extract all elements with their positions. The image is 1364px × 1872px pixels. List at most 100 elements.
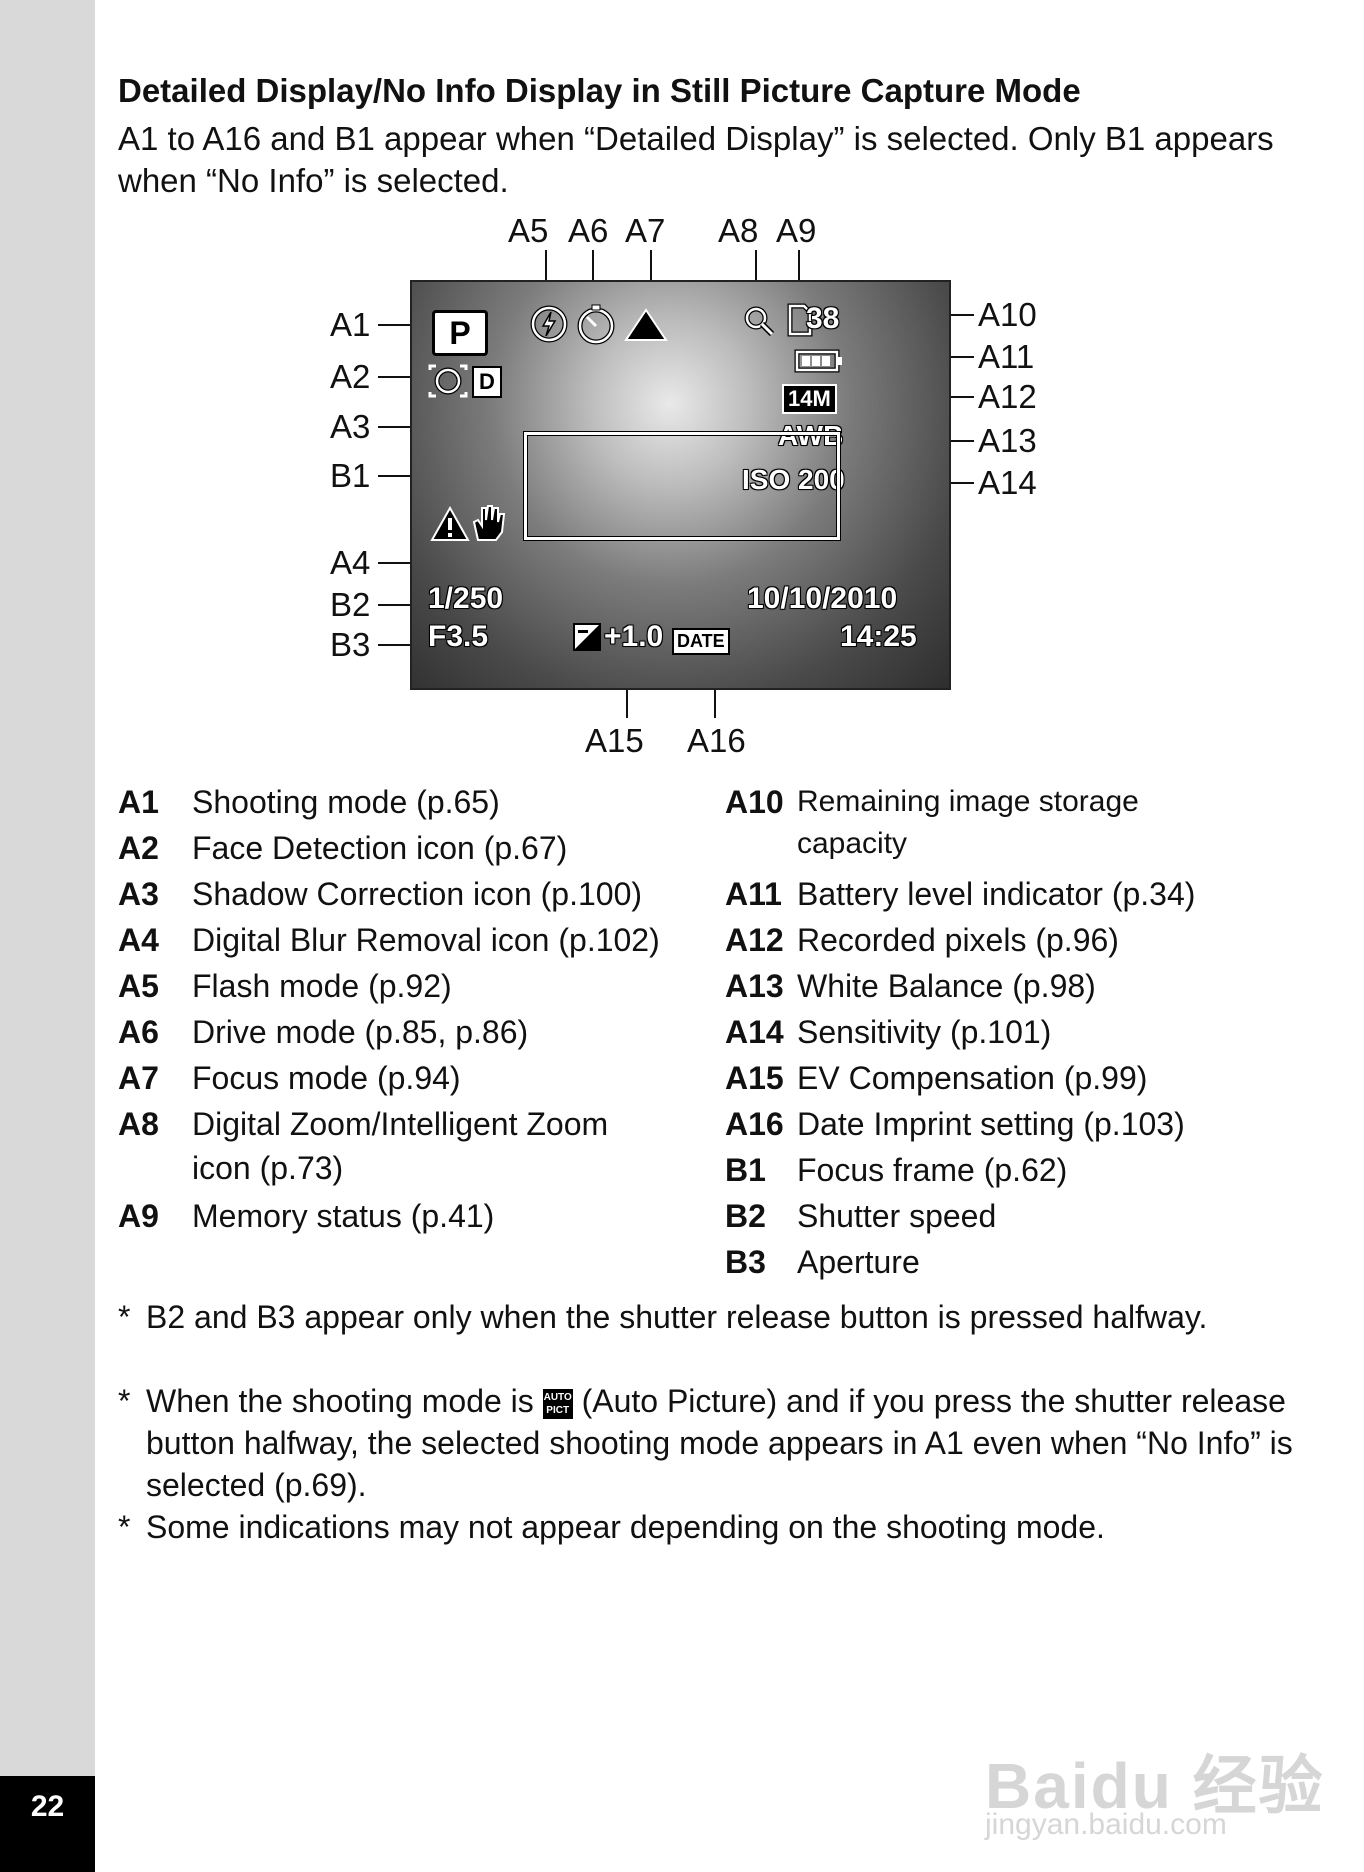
callout-b2: B2 [330,586,371,623]
callout-a11: A11 [978,338,1035,375]
callout-a6: A6 [568,212,609,249]
legend-desc: Shadow Correction icon (p.100) [192,876,643,912]
legend-desc: Digital Blur Removal icon (p.102) [192,922,660,958]
callout-a3: A3 [330,408,371,445]
digital-blur-hand-icon [472,505,506,541]
legend-code: A3 [118,876,159,912]
focus-frame [524,432,840,540]
remaining-shots: 38 [806,302,840,335]
white-balance: AWB [778,420,844,451]
note-text-before: When the shooting mode is [146,1383,534,1419]
callout-a2: A2 [330,358,371,395]
auto-picture-icon: AUTO PICT [542,1388,573,1419]
legend-code: A14 [725,1014,784,1050]
callout-a10: A10 [978,296,1037,333]
note-1: * B2 and B3 appear only when the shutter… [118,1296,1318,1386]
legend-desc: Focus mode (p.94) [192,1060,461,1096]
shutter-speed: 1/250 [428,582,504,615]
intro-paragraph: A1 to A16 and B1 appear when “Detailed D… [118,120,1274,199]
shadow-correction-icon: D [472,366,502,398]
note-text: When the shooting mode is AUTO PICT (Aut… [146,1380,1316,1506]
callout-b1: B1 [330,457,371,494]
note-text: B2 and B3 appear only when the shutter r… [146,1299,1208,1335]
legend-code: A12 [725,922,784,958]
self-timer-icon [577,304,615,345]
callout-a9: A9 [776,212,817,249]
date-imprint-indicator: DATE [672,628,730,655]
legend-code: A5 [118,968,159,1004]
legend-desc: White Balance (p.98) [797,968,1096,1004]
legend-code: A2 [118,830,159,866]
note-text: Some indications may not appear dependin… [146,1509,1105,1545]
legend-desc: Focus frame (p.62) [797,1152,1068,1188]
aperture: F3.5 [428,620,489,653]
legend-code: A7 [118,1060,159,1096]
callout-a8: A8 [718,212,759,249]
legend-desc: Remaining image storage [797,785,1139,818]
legend-desc: Digital Zoom/Intelligent Zoom [192,1106,609,1142]
flash-off-icon [530,305,568,343]
legend-code: A15 [725,1060,784,1096]
baidu-watermark-logo: Baidu 经验 [985,1750,1325,1822]
callout-a16: A16 [687,722,746,759]
callout-a4: A4 [330,544,371,581]
left-margin-bar [0,0,95,1872]
time: 14:25 [840,620,917,653]
landscape-focus-icon [624,308,668,341]
legend-desc-cont: icon (p.73) [192,1150,344,1186]
ev-compensation-icon [573,623,601,651]
camera-shake-warning-icon [430,506,470,541]
legend-code: B2 [725,1198,766,1234]
note-text-after: (Auto Picture) and if you press the shut… [146,1383,1293,1503]
legend-code: B1 [725,1152,766,1188]
callout-a13: A13 [978,422,1037,459]
legend-desc: Face Detection icon (p.67) [192,830,568,866]
legend-code: A16 [725,1106,784,1142]
legend-code: A4 [118,922,159,958]
callout-a12: A12 [978,378,1037,415]
legend-code: A13 [725,968,784,1004]
face-detection-icon [428,364,468,398]
note-3: * Some indications may not appear depend… [118,1506,1318,1552]
note-asterisk: * [118,1509,131,1545]
memory-card-icon [787,303,813,337]
page-number-box [0,1776,95,1872]
callout-a1: A1 [330,306,371,343]
battery-icon [794,349,842,373]
legend-code: A1 [118,784,159,820]
shooting-mode-indicator: P [432,310,488,356]
legend-code: B3 [725,1244,766,1280]
callout-a5: A5 [508,212,549,249]
camera-lcd-screen: P 38 [410,280,951,690]
note-asterisk: * [118,1383,131,1419]
callout-a14: A14 [978,464,1037,501]
legend-desc: Date Imprint setting (p.103) [797,1106,1185,1142]
baidu-watermark-url: jingyan.baidu.com [985,1808,1227,1841]
legend-desc: EV Compensation (p.99) [797,1060,1148,1096]
callout-a15: A15 [585,722,644,759]
iso-sensitivity: ISO 200 [742,464,845,495]
recorded-pixels: 14M [782,384,837,414]
legend-desc: Recorded pixels (p.96) [797,922,1119,958]
legend-desc: Drive mode (p.85, p.86) [192,1014,529,1050]
legend-code: A6 [118,1014,159,1050]
legend-desc: Aperture [797,1244,920,1280]
legend-desc: Sensitivity (p.101) [797,1014,1052,1050]
legend-desc: Shooting mode (p.65) [192,784,500,820]
legend-code: A11 [725,876,782,912]
date: 10/10/2010 [747,582,898,615]
section-heading: Detailed Display/No Info Display in Stil… [118,72,1081,109]
legend-desc-cont: capacity [797,827,908,860]
lcd-diagram: A5 A6 A7 A8 A9 A1 A2 A3 B1 A4 B2 B3 A10 … [0,0,1364,760]
legend-code: A8 [118,1106,159,1142]
legend-desc: Flash mode (p.92) [192,968,452,1004]
legend-desc: Battery level indicator (p.34) [797,876,1196,912]
ev-value: +1.0 [604,620,664,653]
legend-desc: Shutter speed [797,1198,997,1234]
zoom-magnifier-icon [744,306,775,337]
note-asterisk: * [118,1299,131,1335]
callout-a7: A7 [625,212,666,249]
page-number: 22 [30,1790,65,1823]
legend-code: A9 [118,1198,159,1234]
legend-code: A10 [725,784,784,820]
